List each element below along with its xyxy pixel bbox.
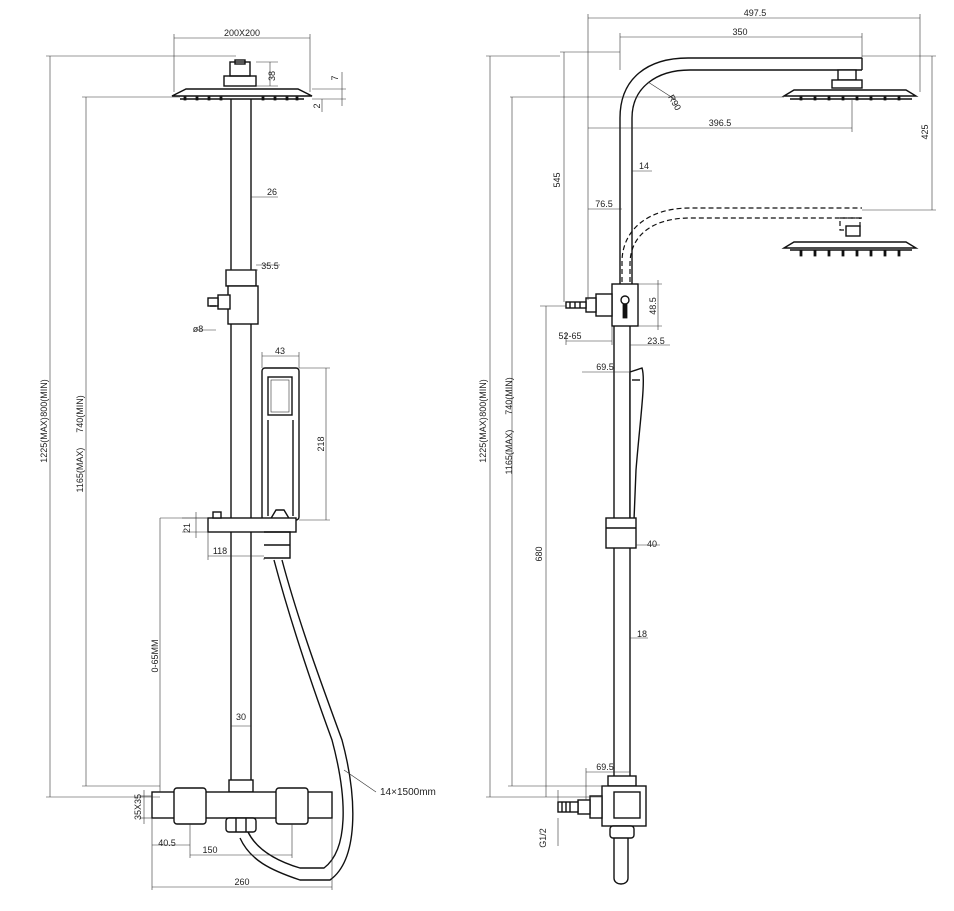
front-dim-hose: 14×1500mm [380,787,436,798]
front-dim-head-thickness: 7 [330,75,340,80]
front-dim-holder-width: 35.5 [261,261,279,271]
side-dim-handshower-offset: 69.5 [596,362,614,372]
side-dim-arm-radius: R90 [666,93,683,112]
side-dim-pipe-small: 14 [639,161,649,171]
side-dim-clamp-width: 40 [647,539,657,549]
side-dim-top-length: 497.5 [744,8,767,18]
side-dim-pipe-offset: 76.5 [595,199,613,209]
side-dim-lower-pipe: 18 [637,629,647,639]
front-soap-shelf [207,511,297,559]
side-dim-holder-offset: 23.5 [647,336,665,346]
front-dim-holder-knob: ø8 [193,324,204,334]
front-dim-inlet-spacing: 150 [202,845,217,855]
front-dim-handshower-width: 43 [275,346,285,356]
side-dim-upper-height: 545 [552,172,562,187]
side-hand-shower [629,367,644,521]
side-dim-shower-height-max: 1165(MAX) [504,430,514,475]
side-dim-shower-height-min: 740(MIN) [504,377,514,415]
side-arm-outer [619,57,862,290]
side-arm-lower-inner [629,217,862,282]
front-dim-total-height-min: 800(MIN) [39,379,49,417]
side-dim-holder-height: 48.5 [648,297,658,315]
side-clamp [605,517,637,549]
side-dim-arm-length: 350 [732,27,747,37]
side-bottom-mixer [557,775,647,885]
front-dim-lower-pipe: 30 [236,712,246,722]
front-dim-inlet-offset: 40.5 [158,838,176,848]
side-dimension-lines [486,14,936,846]
side-dim-head-drop: 425 [920,124,930,139]
front-dim-shower-height-min: 740(MIN) [75,395,85,433]
side-dim-total-height-min: 800(MIN) [478,379,488,417]
front-shower-head [171,59,313,101]
front-dimension-lines [46,34,377,890]
front-dim-mixer-width: 260 [234,877,249,887]
side-arm-lower-outer [621,207,862,282]
front-view: 200X200 38 7 2 26 35.5 ø8 43 218 21 118 … [39,28,436,890]
side-dim-total-height-max: 1225(MAX) [478,417,488,463]
side-shower-head-lower [781,217,919,257]
side-view: 497.5 350 R90 396.5 425 545 14 76.5 48.5… [478,8,936,885]
front-thermostatic-mixer [151,779,333,833]
side-dim-arm-reach: 396.5 [709,118,732,128]
side-shower-head-upper [781,69,919,101]
front-dim-mount-size: 35X35 [133,794,143,820]
side-arm-inner [631,69,862,290]
front-dim-valve-range: 0-65MM [150,639,160,672]
front-dim-head-size: 200X200 [224,28,260,38]
side-dim-knob-range: 52-65 [558,331,581,341]
front-dim-total-height-max: 1225(MAX) [39,417,49,463]
front-dim-handshower-length: 218 [316,436,326,451]
front-hose-inner [247,559,344,869]
side-dim-thread: G1/2 [538,828,548,848]
side-dim-lower-height: 680 [534,546,544,561]
front-dim-pipe-diameter: 26 [267,187,277,197]
front-dim-head-plate: 2 [312,103,322,108]
front-dim-shelf-height: 21 [182,523,192,533]
front-dim-shower-height-max: 1165(MAX) [75,448,85,493]
side-diverter-holder [565,283,639,327]
front-dim-shelf-depth: 118 [213,546,227,556]
front-hand-shower [261,367,300,521]
front-dim-head-arm: 38 [267,71,277,81]
side-dim-inlet-offset: 69.5 [596,762,614,772]
front-sliding-holder [207,269,259,325]
front-hose-outer [239,559,354,881]
